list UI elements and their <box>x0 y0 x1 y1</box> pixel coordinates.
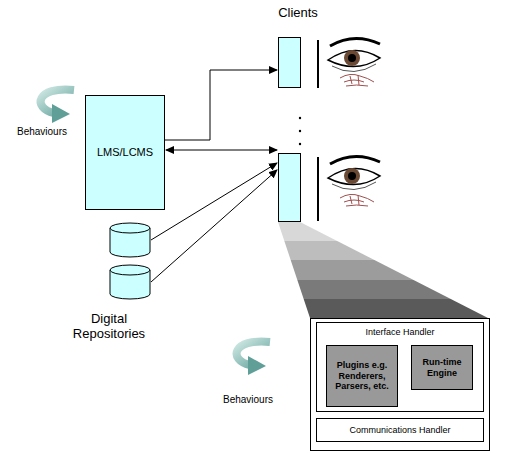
ellipsis-dot <box>299 130 301 132</box>
screen-bar <box>317 40 319 88</box>
node-text: Plugins e.g. Renderers, Parsers, etc. <box>330 360 394 392</box>
screen-bar <box>317 157 319 221</box>
repository-link <box>151 163 277 240</box>
behaviour-label: Behaviours <box>208 394 288 406</box>
node-text: Run-time Engine <box>415 357 469 379</box>
client-detail-box <box>311 319 490 451</box>
client-box <box>279 154 301 222</box>
client-link <box>166 150 277 151</box>
behaviour-label: Behaviours <box>6 126 78 138</box>
hand-icon <box>340 194 374 206</box>
eye-icon <box>328 156 380 189</box>
system-box: LMS/LCMS <box>85 95 165 210</box>
handler-box: Interface HandlerPlugins e.g. Renderers,… <box>316 322 484 412</box>
repository-cylinder <box>110 223 150 257</box>
repository-label: Digital Repositories <box>63 312 155 342</box>
eye-icon <box>328 38 380 71</box>
client-link <box>165 70 277 140</box>
ellipsis-dot <box>299 117 301 119</box>
behaviour-arrow <box>41 90 74 123</box>
behaviour-arrow <box>237 342 270 375</box>
group-label: Clients <box>268 6 328 21</box>
engine-box: Run-time Engine <box>411 345 473 390</box>
node-text: Communications Handler <box>349 425 450 436</box>
node-text: Interface Handler <box>365 327 434 338</box>
ellipsis-dot <box>299 143 301 145</box>
hand-icon <box>340 74 374 86</box>
repository-cylinder <box>110 265 150 299</box>
plugin-box: Plugins e.g. Renderers, Parsers, etc. <box>326 345 398 407</box>
zoom-wedge <box>278 222 488 318</box>
repository-link <box>151 170 277 282</box>
node-text: LMS/LCMS <box>97 146 153 159</box>
handler-box: Communications Handler <box>316 418 484 442</box>
client-box <box>279 38 301 88</box>
